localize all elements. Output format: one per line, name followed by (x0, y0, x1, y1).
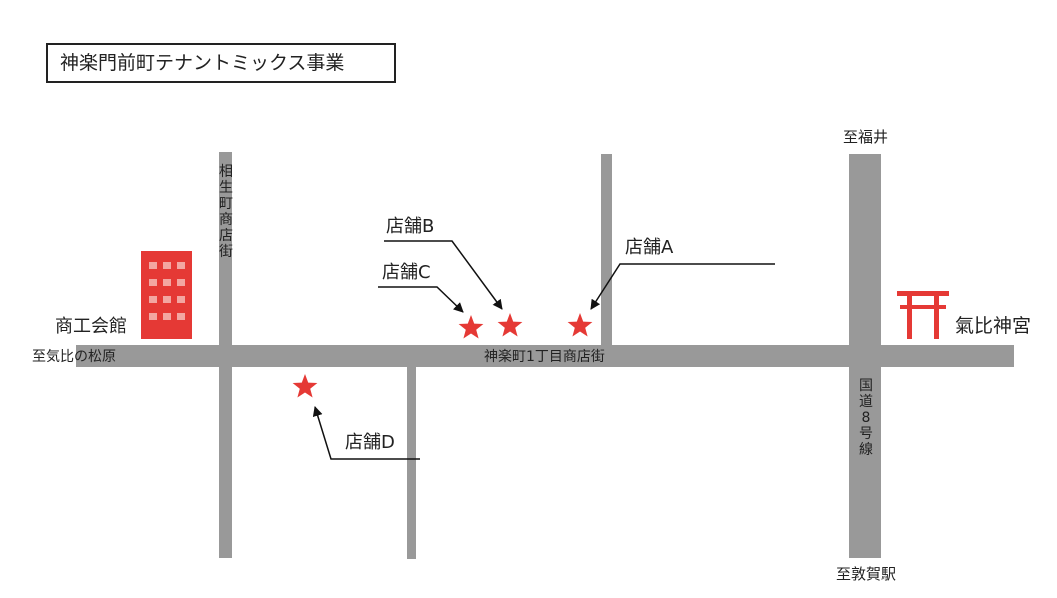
west-end-label: 至気比の松原 (32, 349, 116, 365)
torii-gate-icon (897, 291, 949, 339)
south-end-label: 至敦賀駅 (836, 565, 897, 583)
route8-road (849, 154, 881, 558)
store-a-leader-line (590, 263, 775, 310)
aioi-street-road (219, 152, 232, 558)
north-end-label: 至福井 (843, 128, 889, 146)
office-building-icon (141, 251, 192, 339)
store-a-label: 店舗A (625, 237, 674, 258)
store-b-star-icon (497, 313, 523, 337)
side-street-road-north (601, 154, 612, 345)
shrine-label: 氣比神宮 (955, 315, 1032, 337)
map-title: 神楽門前町テナントミックス事業 (46, 43, 396, 83)
main-street-label: 神楽町1丁目商店街 (484, 349, 605, 365)
store-b-leader-line (384, 240, 503, 310)
store-c-leader-line (378, 286, 464, 313)
store-c-star-icon (458, 315, 484, 339)
main-street-road (76, 345, 1014, 367)
store-d-label: 店舗D (345, 432, 395, 453)
store-a-star-icon (567, 313, 593, 337)
store-d-leader-line (312, 406, 420, 460)
aioi-street-label: 相生町商店街 (219, 164, 233, 260)
side-street-road-south (407, 367, 416, 559)
route8-label: 国道8号線 (859, 378, 873, 458)
store-b-label: 店舗B (386, 216, 435, 237)
chamber-label: 商工会館 (55, 316, 127, 337)
store-c-label: 店舗C (382, 262, 431, 283)
store-d-star-icon (292, 374, 318, 398)
